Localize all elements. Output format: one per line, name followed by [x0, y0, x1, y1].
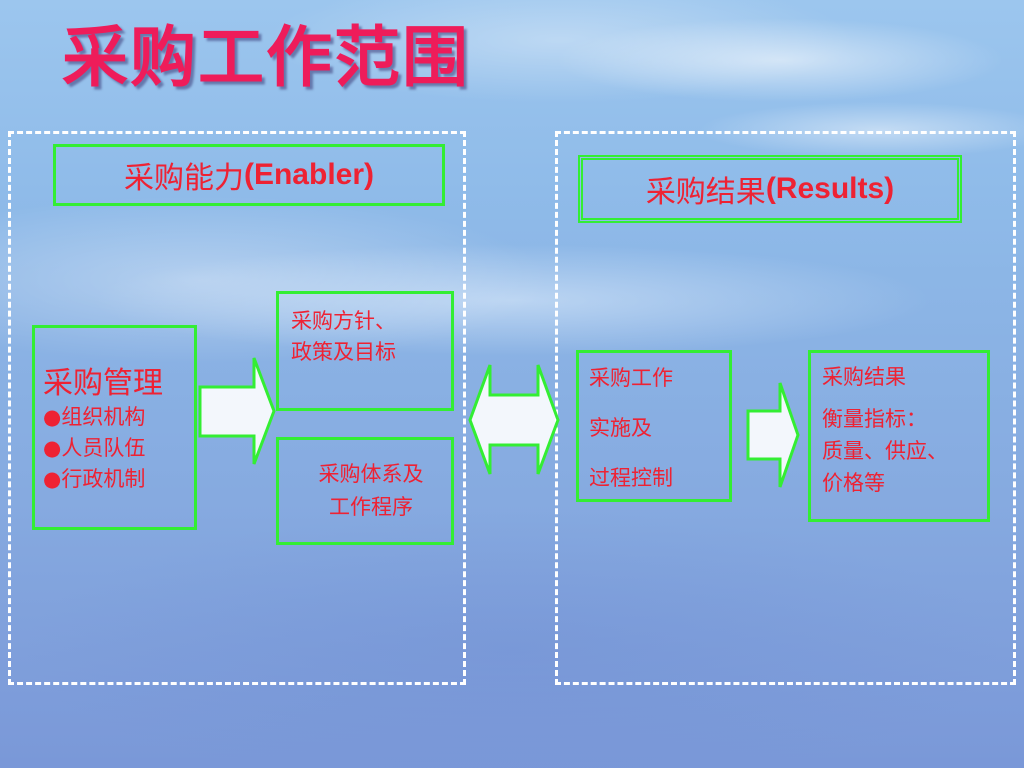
policy-box: 采购方针、 政策及目标 [276, 291, 454, 411]
policy-line: 采购方针、 [291, 309, 396, 333]
implementation-line: 实施及 [589, 416, 652, 440]
system-line: 工作程序 [329, 495, 413, 519]
slide-title: 采购工作范围 [62, 18, 470, 96]
enabler-heading-en: (Enabler) [243, 158, 375, 191]
implementation-line: 过程控制 [589, 466, 673, 490]
outcome-line: 质量、供应、 [822, 439, 948, 463]
management-box: 采购管理 ●组织机构 ●人员队伍 ●行政机制 [32, 325, 197, 530]
enabler-heading: 采购能力(Enabler) [53, 144, 445, 206]
results-heading-cn: 采购结果 [645, 175, 766, 210]
management-item: ●组织机构 [43, 405, 146, 429]
results-panel [555, 131, 1016, 685]
management-item: ●行政机制 [43, 467, 146, 491]
outcome-line: 衡量指标： [822, 407, 927, 431]
right-arrow-icon [198, 357, 276, 465]
enabler-panel [8, 131, 466, 685]
policy-line: 政策及目标 [291, 340, 396, 364]
double-arrow-icon [468, 364, 560, 475]
system-line: 采购体系及 [318, 462, 424, 486]
system-box: 采购体系及 工作程序 [276, 437, 454, 545]
right-arrow-icon [746, 382, 800, 488]
outcome-line: 价格等 [822, 471, 885, 495]
implementation-line: 采购工作 [589, 366, 673, 390]
enabler-heading-cn: 采购能力 [123, 161, 244, 196]
management-item: ●人员队伍 [43, 436, 146, 460]
results-heading-en: (Results) [765, 172, 895, 205]
outcome-box: 采购结果 衡量指标： 质量、供应、 价格等 [808, 350, 990, 522]
management-title: 采购管理 [43, 366, 163, 401]
outcome-line: 采购结果 [822, 365, 906, 389]
implementation-box: 采购工作 实施及 过程控制 [576, 350, 732, 502]
results-heading: 采购结果(Results) [578, 155, 962, 223]
